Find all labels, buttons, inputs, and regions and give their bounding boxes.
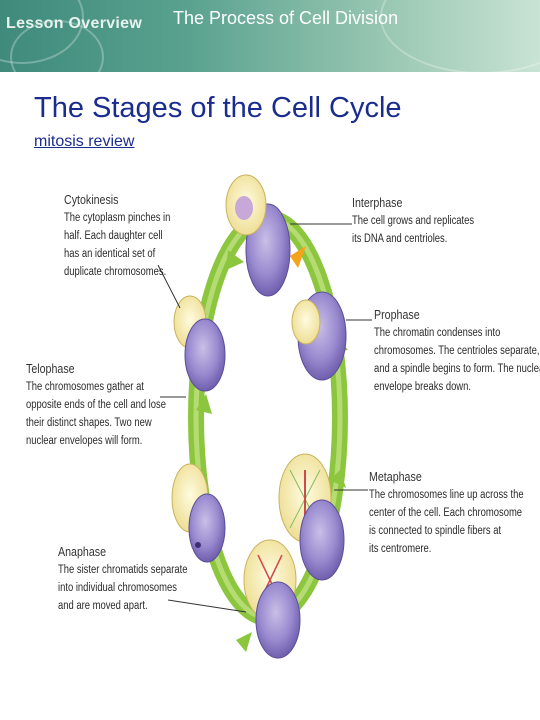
ring-arrow (330, 470, 346, 488)
anaphase-cell (255, 581, 301, 659)
metaphase-line: center of the cell. Each chromosome (369, 506, 523, 519)
cytokinesis-cell (184, 318, 226, 392)
prophase-label: Prophase The chromatin condenses into ch… (374, 305, 540, 396)
telophase-line: opposite ends of the cell and lose (26, 398, 166, 411)
interphase-title: Interphase (352, 195, 403, 210)
telophase-cell (188, 493, 226, 563)
cytokinesis-line: The cytoplasm pinches in (64, 212, 171, 225)
telophase-line: their distinct shapes. Two new (26, 416, 152, 429)
leader-line (167, 599, 247, 613)
telophase-line: nuclear envelopes will form. (26, 434, 143, 447)
lesson-overview-title: Lesson Overview (6, 15, 143, 32)
cytokinesis-label: Cytokinesis The cytoplasm pinches in hal… (64, 190, 170, 281)
ring-arrow-orange (290, 246, 306, 268)
anaphase-line: The sister chromatids separate (58, 564, 188, 577)
prophase-line: envelope breaks down. (374, 380, 471, 393)
mitosis-review-link[interactable]: mitosis review (34, 133, 135, 150)
cytokinesis-line: half. Each daughter cell (64, 229, 163, 242)
leader-line (157, 264, 181, 309)
telophase-line: The chromosomes gather at (26, 381, 144, 394)
cytokinesis-line: has an identical set of (64, 247, 156, 260)
ring-arrow (196, 394, 212, 414)
nucleus (195, 542, 201, 548)
cytokinesis-title: Cytokinesis (64, 192, 119, 207)
interphase-label: Interphase The cell grows and replicates… (352, 193, 474, 249)
slide-title: The Stages of the Cell Cycle (34, 92, 402, 124)
prophase-line: The chromatin condenses into (374, 327, 501, 340)
section-title: The Process of Cell Division (173, 8, 399, 28)
anaphase-line: into individual chromosomes (58, 581, 177, 594)
anaphase-label: Anaphase The sister chromatids separate … (58, 542, 187, 616)
telophase-title: Telophase (26, 361, 75, 376)
cytokinesis-line: duplicate chromosomes. (64, 265, 167, 278)
metaphase-cell (299, 499, 345, 581)
slide-header: Lesson Overview The Process of Cell Divi… (0, 0, 540, 72)
metaphase-label: Metaphase The chromosomes line up across… (369, 467, 524, 558)
prophase-line: chromosomes. The centrioles separate, (374, 344, 540, 357)
metaphase-line: The chromosomes line up across the (369, 489, 524, 502)
anaphase-line: and are moved apart. (58, 599, 148, 612)
telophase-label: Telophase The chromosomes gather at oppo… (26, 359, 166, 450)
metaphase-line: is connected to spindle fibers at (369, 524, 502, 537)
ring-arrow (236, 632, 252, 652)
prophase-line: and a spindle begins to form. The nuclea… (374, 362, 540, 375)
ring-arrow (226, 250, 244, 270)
prophase-title: Prophase (374, 307, 420, 322)
interphase-line: its DNA and centrioles. (352, 232, 448, 245)
metaphase-line: its centromere. (369, 542, 432, 555)
prophase-cell-inner (291, 299, 321, 345)
metaphase-title: Metaphase (369, 469, 422, 484)
interphase-line: The cell grows and replicates (352, 215, 475, 228)
anaphase-title: Anaphase (58, 544, 107, 559)
nucleus (235, 196, 253, 220)
